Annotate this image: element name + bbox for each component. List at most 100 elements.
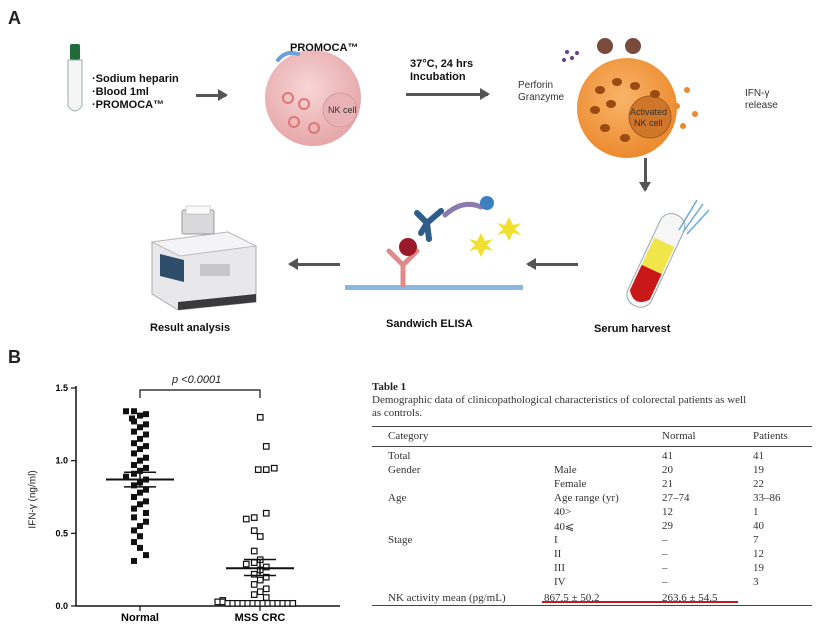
data-point xyxy=(123,473,129,480)
table-bottom-rule xyxy=(372,605,812,606)
table-cell: 33–86 xyxy=(753,492,781,504)
data-point xyxy=(131,470,137,477)
p-value-label: p <0.0001 xyxy=(172,374,222,386)
table-cell: Stage xyxy=(388,534,413,546)
data-point xyxy=(250,581,258,588)
table-top-rule xyxy=(372,426,812,427)
y-tick-label: 0.0 xyxy=(55,601,68,611)
data-point xyxy=(131,408,137,415)
blood-tube-illustration xyxy=(67,44,83,112)
tube-bullet-1: ·Sodium heparin xyxy=(92,73,179,85)
table-cell: 41 xyxy=(662,450,673,462)
panel-a-letter: A xyxy=(8,8,21,28)
table-cell: Age range (yr) xyxy=(554,492,619,504)
table-cell: – xyxy=(662,562,668,574)
data-point xyxy=(131,418,137,425)
table-cell: I xyxy=(554,534,558,546)
table-caption-line-2: as controls. xyxy=(372,407,423,419)
panel-b-letter: B xyxy=(8,347,21,367)
data-point xyxy=(131,462,137,469)
table-cell: 21 xyxy=(662,478,673,490)
table-title: Table 1 xyxy=(372,381,407,393)
perforin-label: Perforin xyxy=(518,80,554,91)
table-cell: – xyxy=(662,576,668,588)
data-point xyxy=(143,454,149,461)
table-header-cell: Normal xyxy=(662,430,696,442)
data-point xyxy=(131,557,137,564)
data-point xyxy=(137,467,143,474)
data-point xyxy=(131,539,137,546)
y-tick-label: 1.0 xyxy=(55,456,68,466)
data-point xyxy=(131,514,137,521)
activated-nk-cell-illustration xyxy=(562,38,698,158)
data-point xyxy=(262,443,270,450)
table-cell: 3 xyxy=(753,576,759,588)
table-cell: 20 xyxy=(662,464,673,476)
tube-bullet-3: ·PROMOCA™ xyxy=(92,99,165,111)
granzyme-label: Granzyme xyxy=(518,92,565,103)
data-point xyxy=(143,552,149,559)
serum-harvest-label: Serum harvest xyxy=(594,323,671,335)
data-point xyxy=(137,544,143,551)
table-cell: 7 xyxy=(753,534,759,546)
data-point xyxy=(262,466,270,473)
data-point xyxy=(137,446,143,453)
table-cell: 40> xyxy=(554,506,572,518)
y-tick-label: 1.5 xyxy=(55,383,68,393)
table-cell: 40 xyxy=(753,520,764,532)
data-point xyxy=(131,440,137,447)
table-cell: – xyxy=(662,534,668,546)
table-cell: 19 xyxy=(753,562,764,574)
table-cell: 19 xyxy=(753,464,764,476)
data-point xyxy=(131,482,137,489)
data-point xyxy=(270,464,278,472)
data-point xyxy=(137,489,143,496)
tube-bullet-2: ·Blood 1ml xyxy=(92,86,149,98)
table-cell: 12 xyxy=(753,548,764,560)
table-header-rule xyxy=(372,446,812,447)
data-point xyxy=(254,466,262,473)
data-point xyxy=(143,486,149,493)
data-point xyxy=(137,424,143,431)
data-point xyxy=(143,431,149,438)
table-cell: 40⩽ xyxy=(554,521,575,533)
table-cell: III xyxy=(554,562,565,574)
arrow-elisa-to-result xyxy=(288,258,340,270)
activated-nk-label-2: NK cell xyxy=(634,118,663,128)
table-cell: IV xyxy=(554,576,566,588)
data-point xyxy=(123,408,129,415)
table-cell: II xyxy=(554,548,562,560)
y-tick-label: 0.5 xyxy=(55,528,68,538)
data-point xyxy=(143,443,149,450)
table-cell: – xyxy=(662,548,668,560)
arrow-serum-to-elisa xyxy=(526,258,578,270)
table-cell: Female xyxy=(554,478,587,490)
nk-activity-label: NK activity mean (pg/mL) xyxy=(388,592,506,604)
data-point xyxy=(250,591,258,598)
data-point xyxy=(250,514,258,521)
table-cell: Total xyxy=(388,450,411,462)
promoca-label: PROMOCA™ xyxy=(290,42,359,54)
incubation-temp: 37°C, 24 hrs xyxy=(410,58,474,70)
table-cell: Age xyxy=(388,492,407,504)
data-point xyxy=(131,428,137,435)
data-point xyxy=(137,457,143,464)
table-cell: 1 xyxy=(753,506,759,518)
data-point xyxy=(143,464,149,471)
table-cell: 12 xyxy=(662,506,673,518)
data-point xyxy=(137,412,143,419)
data-point xyxy=(262,509,270,517)
plate-reader-illustration xyxy=(150,205,258,311)
serum-tube-illustration xyxy=(626,200,710,308)
data-point xyxy=(256,413,264,421)
ifn-release-label-2: release xyxy=(745,100,778,111)
arrow-tube-to-cell xyxy=(196,89,228,101)
data-point xyxy=(242,560,250,568)
table-header-cell: Category xyxy=(388,430,429,442)
table-header-cell: Patients xyxy=(753,430,788,442)
data-point xyxy=(143,421,149,428)
table-cell: 41 xyxy=(753,450,764,462)
data-point xyxy=(250,559,258,566)
data-point xyxy=(137,501,143,508)
